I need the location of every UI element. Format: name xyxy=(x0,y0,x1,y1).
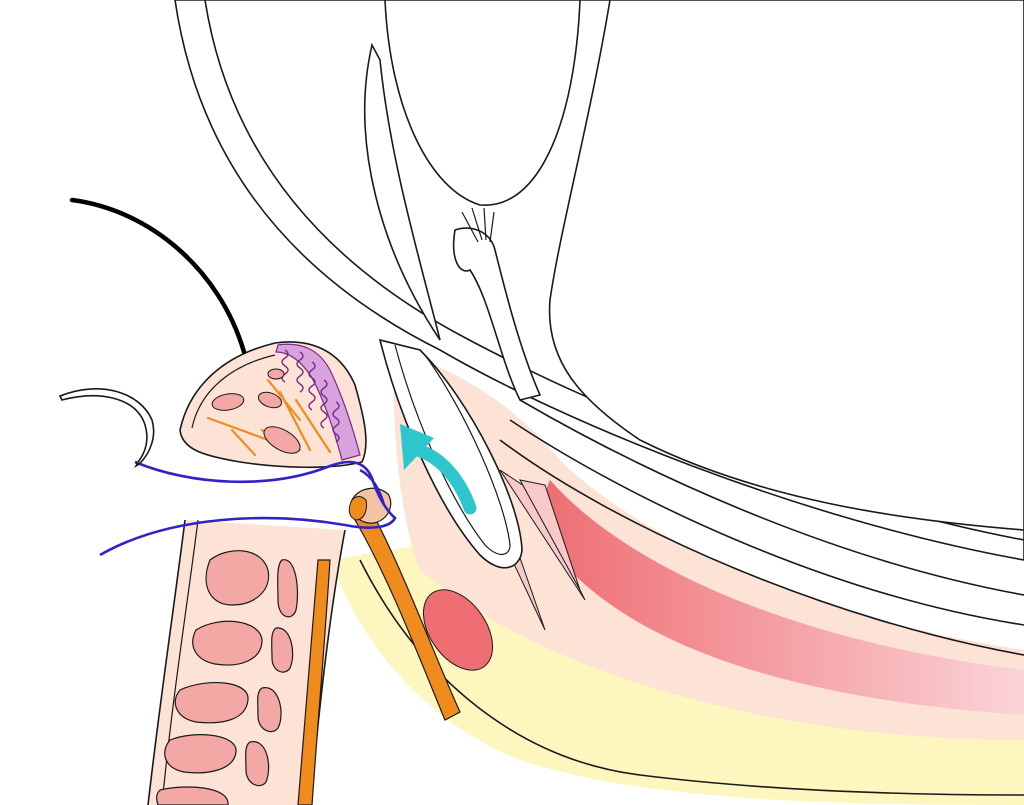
nerve-strip xyxy=(354,511,461,721)
gland-band xyxy=(275,343,361,461)
stalk xyxy=(452,227,542,401)
nerve-strip-vertical xyxy=(297,559,331,805)
upper-oval-organ xyxy=(384,0,581,206)
vertebra-2 xyxy=(277,559,299,618)
vertebra-1 xyxy=(205,550,270,606)
catheter-hook xyxy=(58,388,155,469)
crescent-structure xyxy=(363,42,441,341)
gland-squiggle xyxy=(281,349,340,443)
column-edge-inner xyxy=(161,519,199,805)
palate-bone-inner xyxy=(191,354,276,429)
instrument-wire xyxy=(69,197,247,355)
vertebra-6 xyxy=(257,687,282,733)
muscle-oval xyxy=(422,589,494,671)
vertebra-3 xyxy=(192,620,263,666)
curved-arrow-icon xyxy=(400,424,477,515)
curved-arrow-shaft xyxy=(411,443,477,515)
ring-line-3 xyxy=(519,399,1024,596)
vertebra-8 xyxy=(245,741,270,787)
ring-line-4 xyxy=(509,419,1024,626)
muscle-fibre-3 xyxy=(519,479,581,591)
vertebra-7 xyxy=(164,734,237,774)
vertebra-4 xyxy=(271,627,294,673)
vertebra-5 xyxy=(174,681,249,724)
nerve-fibres xyxy=(206,378,332,457)
tongue-body xyxy=(548,0,1024,531)
column-edge-left xyxy=(147,519,186,805)
ring-line-5 xyxy=(499,439,1024,656)
curved-arrow-head xyxy=(400,424,434,470)
bone-cell-4 xyxy=(267,368,285,380)
blue-tube-bulge xyxy=(359,468,386,506)
bone-cell-2 xyxy=(257,391,283,409)
bone-cell-3 xyxy=(263,426,301,454)
stalk-fan xyxy=(461,207,495,243)
muscle-band xyxy=(544,480,1024,715)
cartilage-knob-orange xyxy=(348,496,367,521)
bone-cell-1 xyxy=(211,393,245,411)
blue-tube xyxy=(99,460,397,557)
